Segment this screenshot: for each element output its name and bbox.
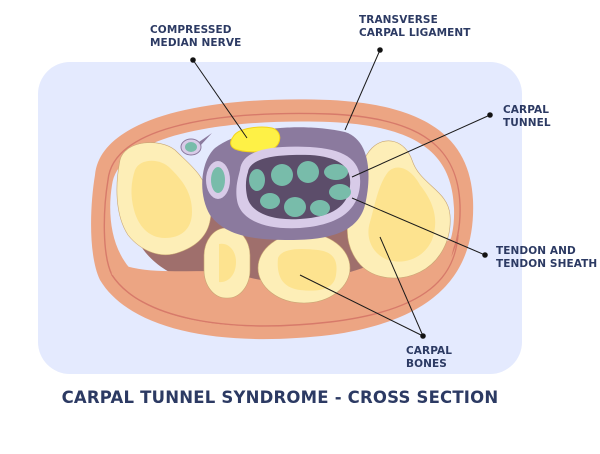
leader-bones-b — [379, 236, 424, 337]
tendon — [284, 197, 306, 217]
leader-carpal-tunnel — [351, 114, 491, 178]
label-line: TRANSVERSE — [359, 14, 438, 26]
label-line: CARPAL — [406, 345, 453, 357]
tendon — [271, 164, 293, 186]
leader-dot-median-nerve — [190, 57, 196, 63]
leader-bones-a — [299, 274, 424, 337]
tendon — [329, 184, 351, 200]
carpal-bone-small — [203, 227, 251, 299]
label-line: TENDON AND — [496, 245, 576, 257]
label-line: BONES — [406, 358, 447, 370]
leader-dot-tendon — [482, 252, 488, 258]
lower-skin-line — [111, 234, 459, 327]
leader-ligament — [344, 49, 381, 131]
carpal-bone-left — [116, 142, 212, 256]
tendon — [249, 169, 265, 191]
leader-median-nerve — [192, 59, 248, 139]
tendon — [297, 161, 319, 183]
tendon — [260, 193, 280, 209]
tendons — [249, 161, 351, 217]
label-line: COMPRESSED — [150, 24, 232, 36]
tendon — [310, 200, 330, 216]
label-compressed-median-nerve: COMPRESSED MEDIAN NERVE — [150, 24, 241, 50]
label-tendon-and-tendon-sheath: TENDON AND TENDON SHEATH — [496, 245, 597, 271]
side-tendon-left — [206, 161, 230, 199]
label-line: TENDON SHEATH — [496, 258, 598, 270]
diagram-title: CARPAL TUNNEL SYNDROME - CROSS SECTION — [61, 388, 499, 407]
tendon — [324, 164, 348, 180]
label-line: MEDIAN NERVE — [150, 37, 242, 49]
leader-dot-bones — [420, 333, 426, 339]
carpal-bone-middle — [257, 232, 351, 304]
leader-tendon — [351, 197, 486, 256]
label-carpal-tunnel: CARPAL TUNNEL — [503, 104, 551, 130]
leader-dot-carpal-tunnel — [487, 112, 493, 118]
lower-skin-overlay — [110, 235, 455, 327]
vessel-top-left — [180, 133, 212, 156]
label-line: CARPAL LIGAMENT — [359, 27, 471, 39]
carpal-bone-right — [347, 140, 451, 279]
label-transverse-carpal-ligament: TRANSVERSE CARPAL LIGAMENT — [359, 14, 471, 40]
leader-dot-ligament — [377, 47, 383, 53]
label-carpal-bones: CARPAL BONES — [406, 345, 452, 371]
label-line: CARPAL — [503, 104, 550, 116]
label-line: TUNNEL — [503, 117, 551, 129]
